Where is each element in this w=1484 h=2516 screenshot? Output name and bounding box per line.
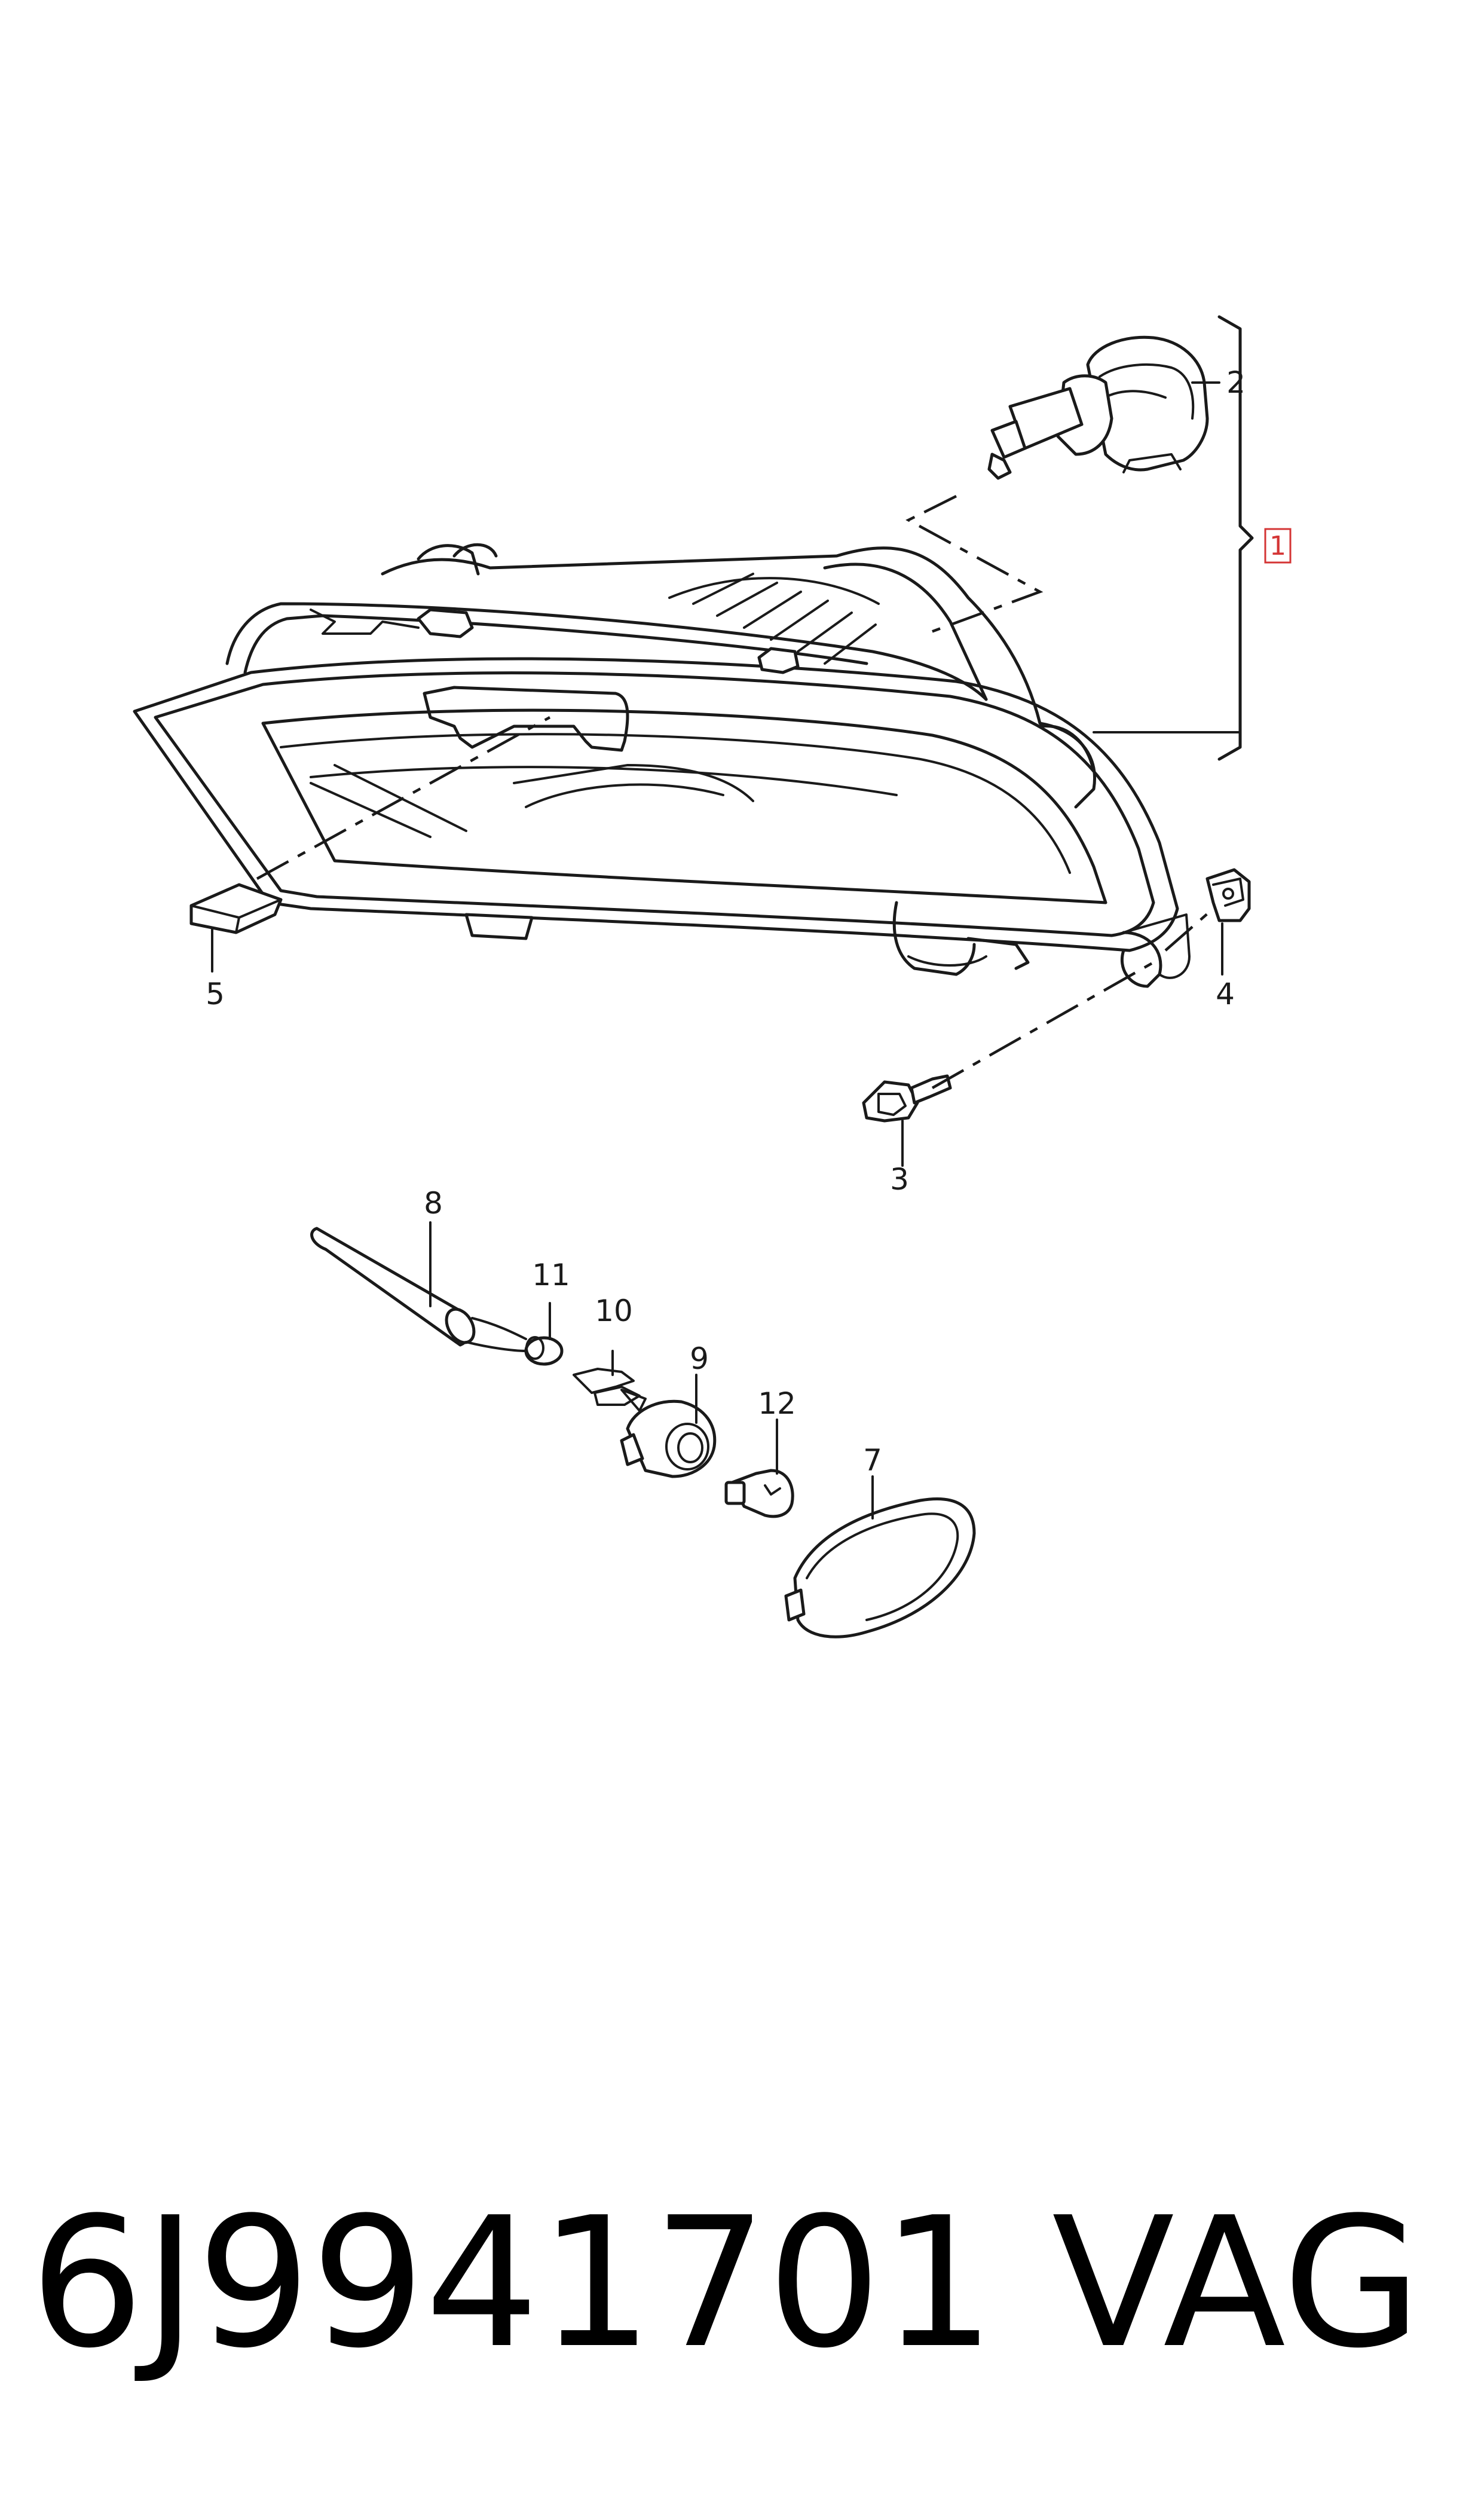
part-number: 6J9941701 (30, 2179, 996, 2387)
callout-9: 9 (690, 1341, 709, 1376)
wire-harness (310, 1227, 527, 1352)
leader-lines (211, 381, 1223, 1520)
callout-8: 8 (424, 1186, 443, 1221)
group-bracket (1217, 315, 1254, 761)
callout-5: 5 (206, 977, 225, 1011)
callout-7: 7 (863, 1443, 882, 1478)
callout-4: 4 (1216, 977, 1235, 1011)
clip-nut (1205, 868, 1251, 922)
side-marker-lens (784, 1497, 976, 1638)
callout-2: 2 (1226, 365, 1246, 400)
retainer-clip (189, 883, 283, 934)
assembly-line-screw (931, 907, 1214, 1089)
assembly-line-bulb (905, 494, 1044, 635)
callout-10: 10 (595, 1294, 633, 1328)
callout-3: 3 (890, 1162, 909, 1197)
contact-terminal (573, 1368, 647, 1412)
callout-12: 12 (758, 1386, 796, 1421)
callout-1-box (1264, 528, 1292, 564)
callout-1: 1 (1269, 531, 1286, 561)
screw (862, 1074, 952, 1123)
fog-light-housing (133, 543, 1191, 988)
bulb-holder (620, 1399, 717, 1478)
grommet (524, 1336, 564, 1366)
callout-11: 11 (532, 1258, 570, 1292)
brand-name: VAG (1052, 2179, 1422, 2387)
bulb-h11 (987, 335, 1209, 480)
wedge-bulb (724, 1469, 794, 1518)
assembly-line-retainer (256, 716, 551, 880)
